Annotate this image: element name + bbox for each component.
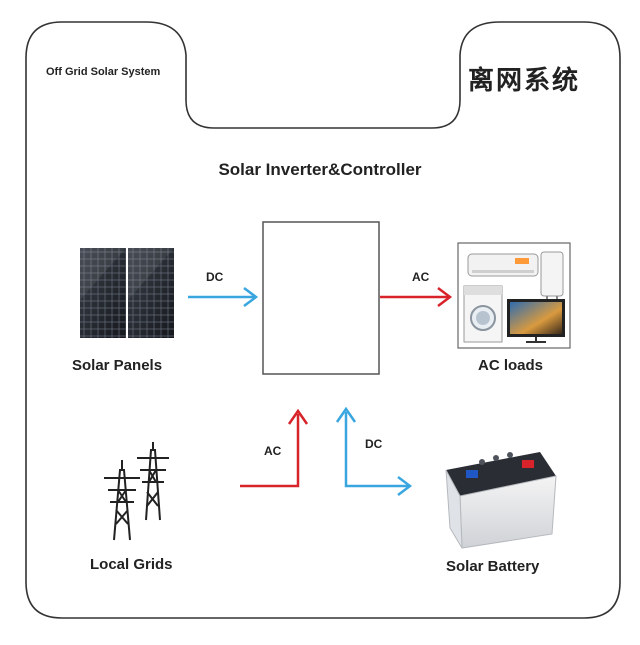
solar-battery-label: Solar Battery	[446, 558, 540, 575]
flow-label-loads-ac: AC	[412, 270, 430, 284]
flow-label-grid-ac: AC	[264, 444, 282, 458]
ac-loads-label: AC loads	[478, 357, 544, 374]
ac-arrow-grid	[240, 408, 309, 488]
dc-arrow-panels	[188, 287, 259, 307]
local-grids-label: Local Grids	[90, 556, 173, 573]
outer-frame	[25, 21, 621, 619]
inverter-title: Solar Inverter&Controller	[218, 160, 422, 179]
flow-label-panels-dc: DC	[206, 270, 224, 284]
dc-arrow-battery	[335, 406, 413, 496]
transmission-tower-icon	[104, 442, 169, 541]
solar-panels-label: Solar Panels	[72, 357, 163, 374]
battery-icon	[445, 452, 557, 549]
ac-arrow-loads	[380, 287, 453, 307]
ac-loads-icon	[457, 242, 571, 349]
system-title-english: Off Grid Solar System	[46, 66, 161, 78]
inverter-box	[262, 221, 380, 375]
flow-label-battery-dc: DC	[365, 437, 383, 451]
solar-panel-icon	[80, 248, 174, 338]
system-title-chinese: 离网系统	[468, 65, 581, 95]
